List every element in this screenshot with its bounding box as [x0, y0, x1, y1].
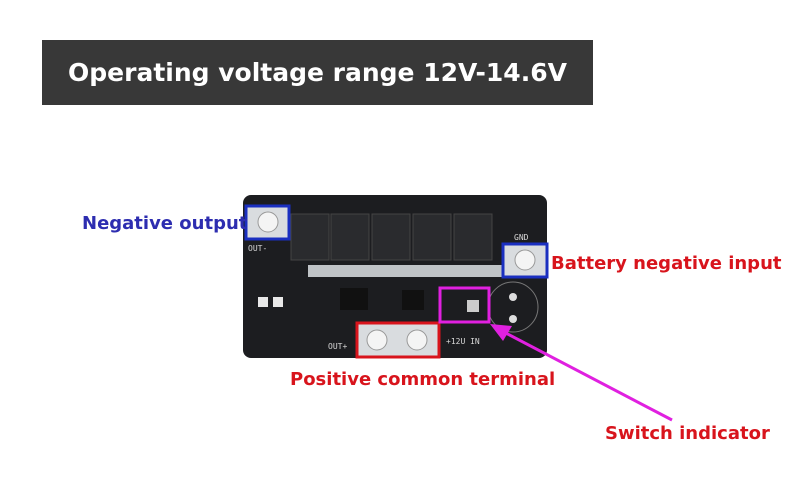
- arrow-head-icon: [490, 324, 512, 341]
- buzzer-pin: [509, 315, 517, 323]
- negative-output-box: [244, 204, 291, 241]
- pad: [258, 297, 268, 307]
- pad: [273, 297, 283, 307]
- silk-out-minus: OUT-: [248, 244, 267, 253]
- label-positive-common-terminal: Positive common terminal: [290, 369, 556, 390]
- title: Operating voltage range 12V-14.6V: [68, 58, 567, 87]
- mosfets: [290, 213, 493, 261]
- buzzer-pin: [509, 293, 517, 301]
- silk-out-plus: OUT+: [328, 342, 347, 351]
- label-battery-negative-input: Battery negative input: [551, 253, 782, 274]
- label-negative-output: Negative output: [82, 213, 248, 234]
- arrow-line: [499, 328, 673, 422]
- busbar: [308, 265, 502, 277]
- terminal-hole: [514, 249, 536, 271]
- title-banner: Operating voltage range 12V-14.6V: [42, 40, 593, 105]
- battery-negative-box: [501, 242, 549, 279]
- silk-gnd: GND: [514, 233, 529, 242]
- switch-button: [467, 300, 479, 312]
- chip: [402, 290, 424, 310]
- chip: [340, 288, 368, 310]
- label-switch-indicator: Switch indicator: [605, 423, 770, 444]
- terminal-hole: [406, 329, 428, 351]
- switch-box: [438, 286, 491, 324]
- terminal-hole: [257, 211, 279, 233]
- positive-terminal-box: [355, 321, 441, 359]
- terminal-hole: [366, 329, 388, 351]
- silk-input: +12U IN: [446, 337, 480, 346]
